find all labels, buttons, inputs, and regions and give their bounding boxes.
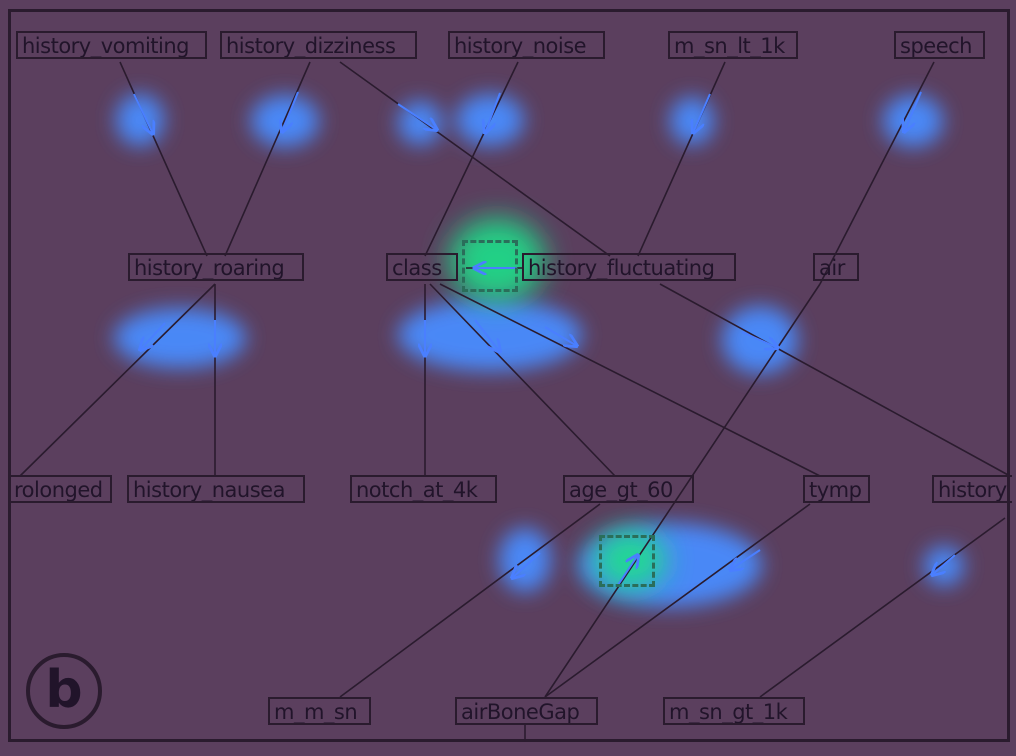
- edge: [439, 283, 821, 477]
- node-history-nausea[interactable]: history_nausea: [127, 475, 305, 503]
- edge: [424, 61, 519, 257]
- node-history-fluctuating[interactable]: history_fluctuating: [522, 253, 736, 281]
- node-m-sn-lt-1k[interactable]: m_sn_lt_1k: [668, 31, 798, 59]
- diagram-frame: [8, 9, 1010, 742]
- arrow: [617, 555, 638, 586]
- node-prolonged[interactable]: rolonged: [8, 475, 112, 503]
- arrow: [512, 552, 541, 578]
- edge: [339, 61, 611, 257]
- node-tymp[interactable]: tymp: [803, 475, 870, 503]
- node-speech[interactable]: speech: [894, 31, 985, 59]
- arrow: [932, 554, 956, 575]
- arrow: [741, 331, 778, 348]
- edge: [119, 61, 208, 257]
- node-history-vomiting[interactable]: history_vomiting: [16, 31, 207, 59]
- edge: [759, 517, 1006, 698]
- arrow: [904, 91, 922, 132]
- arrow: [133, 93, 153, 134]
- arrow: [693, 93, 711, 133]
- heat-peak: [449, 218, 545, 302]
- selection-box[interactable]: [599, 535, 655, 587]
- node-class[interactable]: class: [386, 253, 458, 281]
- node-history-right[interactable]: history: [932, 475, 1012, 503]
- node-history-roaring[interactable]: history_roaring: [128, 253, 304, 281]
- node-airbonegap[interactable]: airBoneGap: [455, 697, 598, 725]
- node-m-sn-gt-1k[interactable]: m_sn_gt_1k: [663, 697, 805, 725]
- edge: [819, 61, 935, 285]
- node-history-dizziness[interactable]: history_dizziness: [220, 31, 417, 59]
- node-air[interactable]: air: [813, 253, 859, 281]
- edge: [659, 283, 1011, 477]
- node-age-gt-60[interactable]: age_gt_60: [563, 475, 694, 503]
- heat-blob: [398, 299, 582, 371]
- node-m-m-sn[interactable]: m_m_sn: [268, 697, 371, 725]
- node-notch-at-4k[interactable]: notch_at_4k: [350, 475, 497, 503]
- edge: [224, 61, 311, 257]
- edge: [544, 283, 821, 698]
- edge: [19, 283, 216, 477]
- arrow: [282, 91, 299, 132]
- arrow: [397, 103, 437, 130]
- edge: [637, 61, 726, 257]
- node-history-noise[interactable]: history_noise: [448, 31, 605, 59]
- arrow: [730, 549, 761, 570]
- arrow: [140, 322, 166, 350]
- edge: [429, 283, 616, 477]
- edge: [339, 503, 601, 698]
- arrow: [544, 326, 577, 346]
- arrow: [474, 319, 500, 352]
- selection-box[interactable]: [462, 240, 518, 292]
- edge: [544, 503, 811, 698]
- arrow: [485, 92, 501, 133]
- panel-label: b: [26, 653, 102, 729]
